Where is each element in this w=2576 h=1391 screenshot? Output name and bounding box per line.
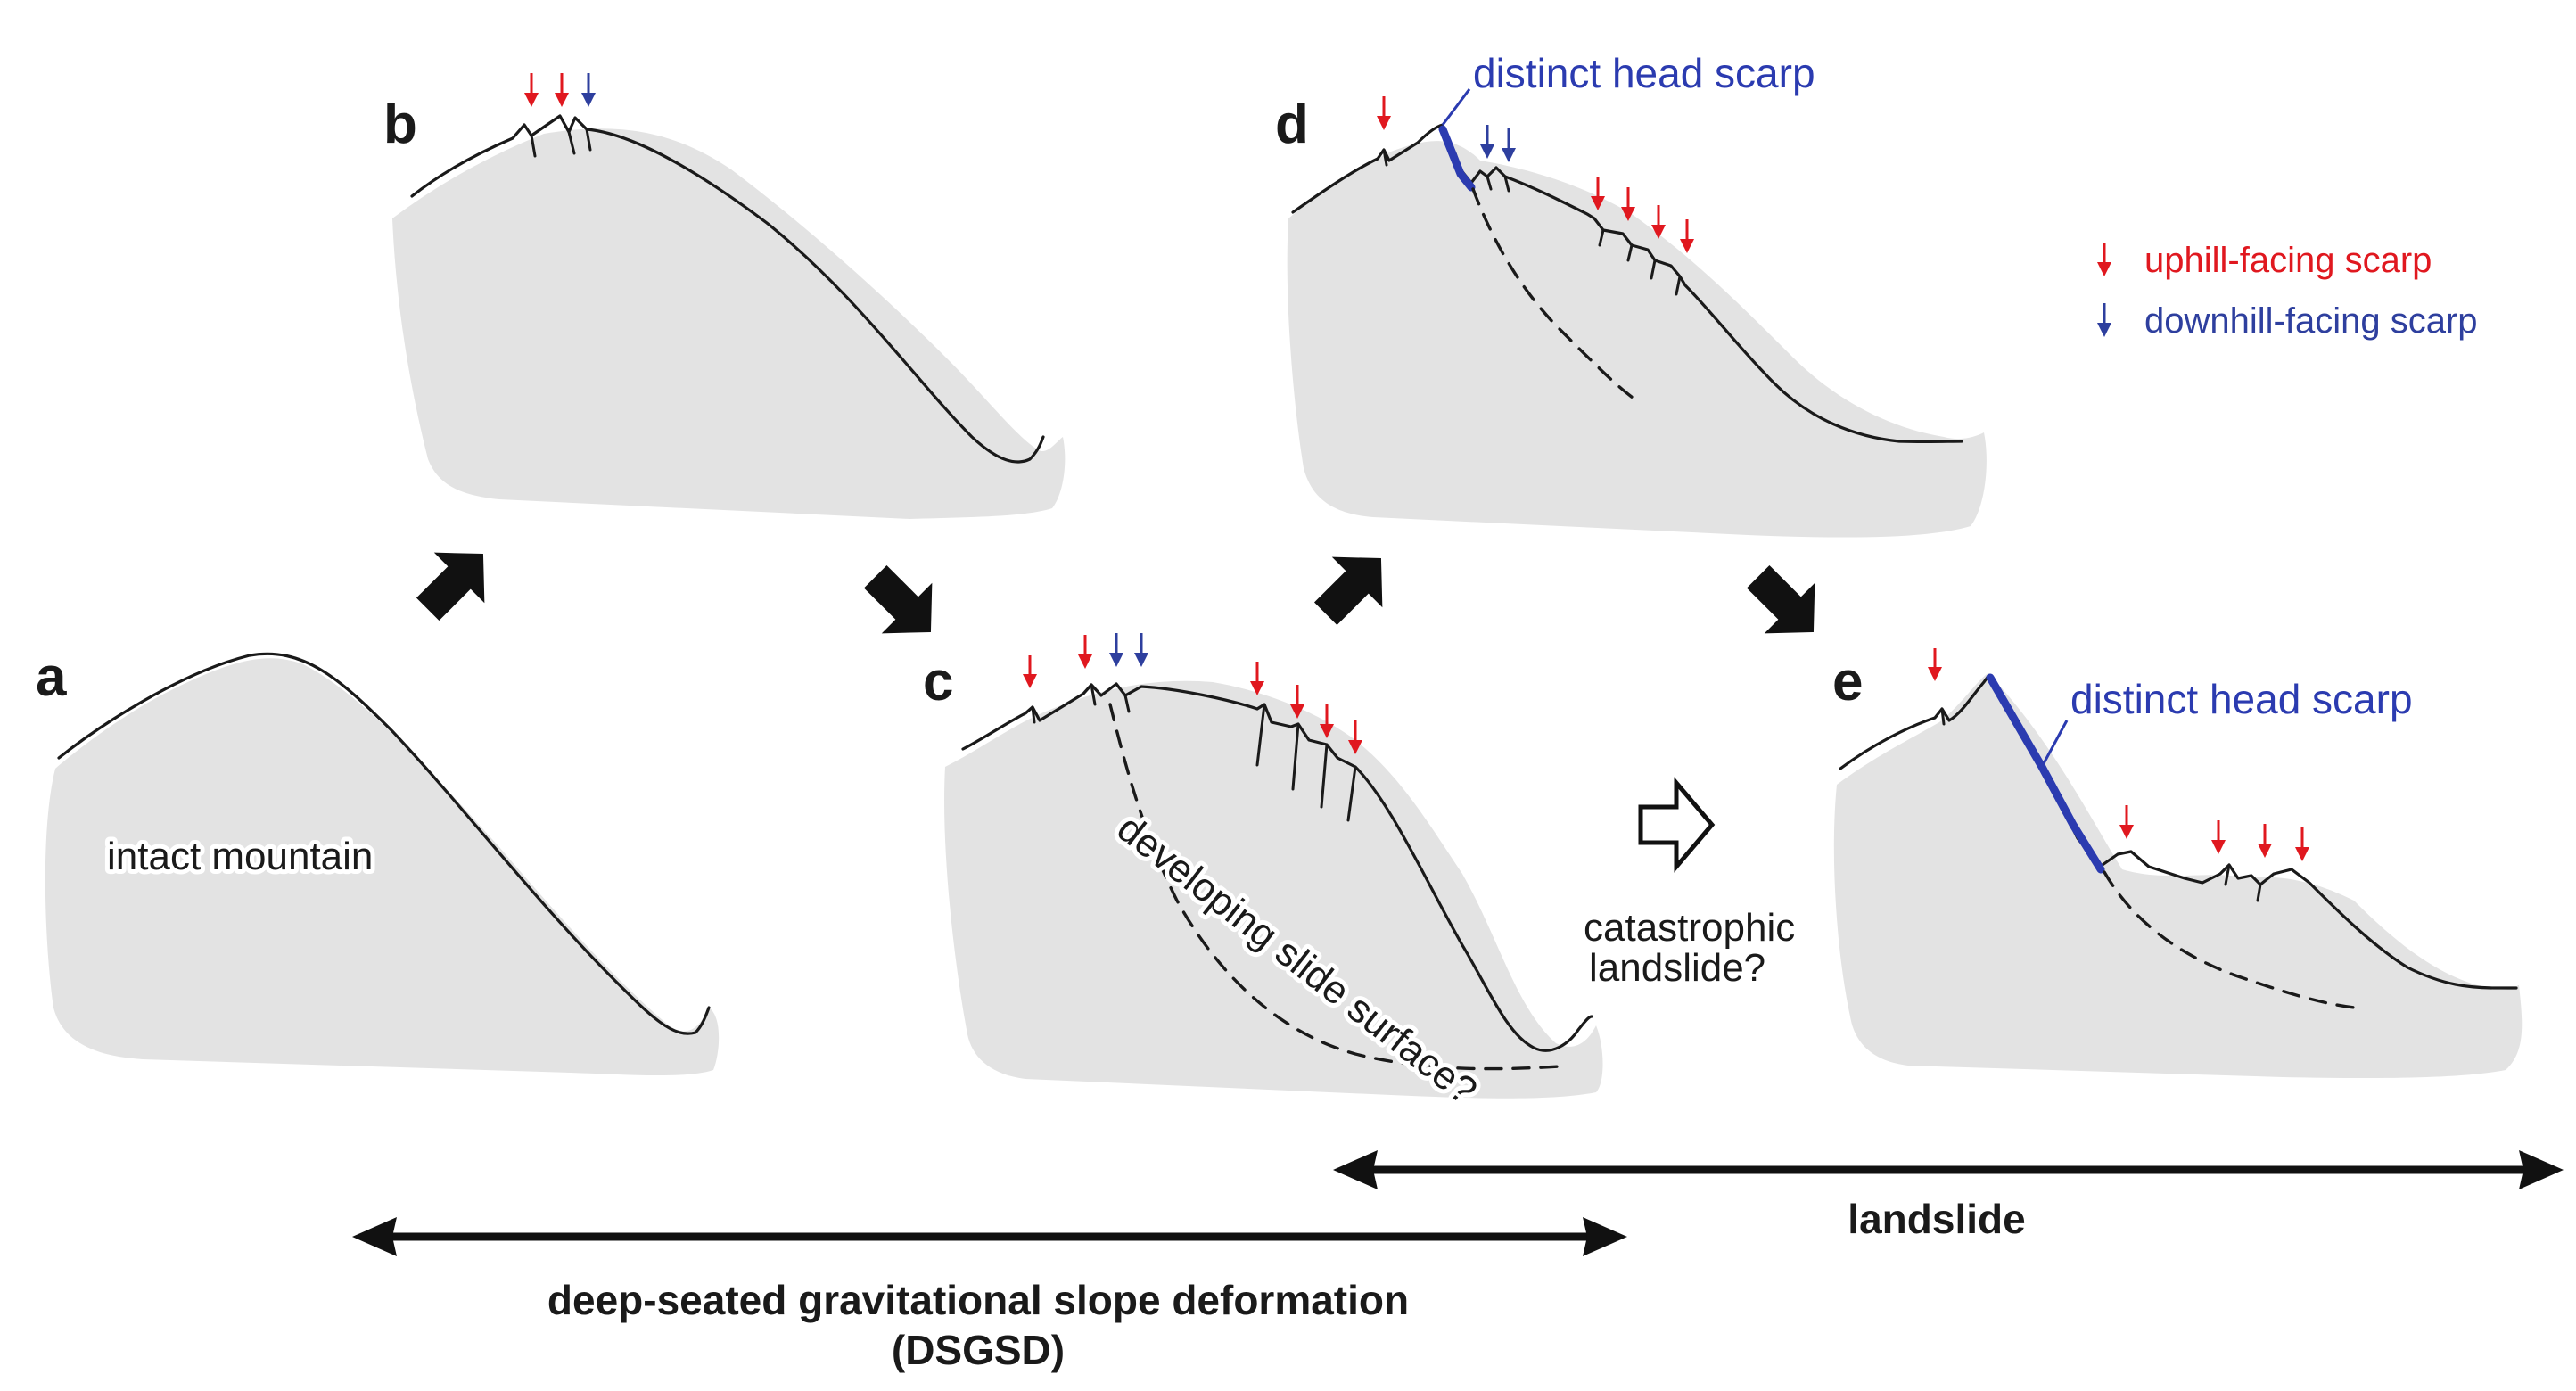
arrow-uphill-c-5 — [1320, 704, 1334, 738]
legend-downhill-label: downhill-facing scarp — [2144, 301, 2478, 341]
terrain-e — [1833, 673, 2523, 1079]
transition-arrow-d-to-e — [1746, 564, 1815, 634]
transition-arrow-a-to-b — [416, 552, 485, 621]
crack-d-4 — [1598, 228, 1605, 247]
legend-downhill-arrow-icon — [2097, 303, 2111, 337]
dsgsd-label-line2: (DSGSD) — [892, 1327, 1065, 1373]
legend: uphill-facing scarp downhill-facing scar… — [2097, 241, 2478, 341]
panel-c: c developing slide surface? — [923, 633, 1603, 1118]
crack-d-6 — [1650, 259, 1657, 280]
terrain-c — [944, 680, 1603, 1099]
crack-b-3 — [585, 128, 592, 152]
arrow-downhill-c-2 — [1134, 633, 1148, 667]
arrow-uphill-e-1 — [1928, 648, 1942, 681]
arrow-downhill-d-1 — [1480, 125, 1494, 159]
catastrophic-landslide-arrow-icon — [1638, 777, 1716, 873]
legend-uphill-label: uphill-facing scarp — [2144, 241, 2432, 280]
slide-surface-e-line — [2103, 870, 2356, 1009]
arrow-uphill-d-1 — [1377, 96, 1391, 130]
panel-letter-c: c — [923, 651, 953, 712]
crack-b-2 — [567, 130, 576, 155]
catastrophic-landslide-label-line2: landslide? — [1589, 946, 1765, 990]
panel-d: d distinct head scarp — [1275, 50, 1987, 538]
terrain-b — [392, 128, 1066, 520]
arrow-uphill-d-4 — [1651, 205, 1666, 239]
ridge-e — [1839, 674, 2518, 990]
terrain-d — [1287, 141, 1987, 538]
dsgsd-label-line1: deep-seated gravitational slope deformat… — [547, 1277, 1409, 1323]
arrow-uphill-d-3 — [1621, 187, 1635, 221]
panel-e: e distinct head scarp — [1832, 648, 2523, 1079]
head-scarp-leader-d — [1441, 88, 1471, 126]
developing-slide-surface-line — [1108, 703, 1562, 1071]
head-scarp-d — [1438, 125, 1476, 192]
transition-arrow-b-to-c — [863, 564, 933, 634]
arrow-downhill-b-1 — [581, 73, 596, 107]
catastrophic-landslide-label-line1: catastrophic — [1584, 906, 1795, 950]
arrow-uphill-e-3 — [2211, 820, 2226, 854]
slide-surface-d-line — [1471, 187, 1642, 405]
arrow-uphill-c-4 — [1290, 685, 1304, 719]
panel-a: a intact mountain — [36, 646, 720, 1076]
crack-c-1 — [1031, 705, 1036, 724]
panel-letter-d: d — [1275, 94, 1309, 155]
arrow-uphill-e-4 — [2258, 824, 2272, 858]
arrow-uphill-b-1 — [524, 73, 539, 107]
crack-b-1 — [530, 134, 537, 158]
terrain-a — [45, 658, 720, 1076]
arrow-downhill-c-1 — [1109, 633, 1123, 667]
panel-letter-a: a — [36, 646, 67, 708]
arrow-uphill-c-3 — [1250, 662, 1264, 696]
head-scarp-leader-e — [2040, 720, 2069, 768]
arrow-uphill-c-1 — [1023, 655, 1037, 688]
crack-d-7 — [1675, 275, 1682, 296]
arrow-uphill-c-2 — [1078, 635, 1092, 669]
arrow-uphill-c-6 — [1348, 720, 1362, 754]
crack-c-3 — [1123, 694, 1131, 713]
crack-d-5 — [1626, 243, 1634, 262]
crack-c-7 — [1346, 765, 1357, 822]
panel-b: b — [383, 73, 1066, 520]
landslide-range-arrow — [1333, 1150, 2564, 1189]
arrow-downhill-d-2 — [1502, 128, 1516, 162]
crack-c-4 — [1255, 703, 1266, 767]
landslide-label: landslide — [1848, 1196, 2025, 1242]
arrow-uphill-e-5 — [2295, 827, 2309, 861]
arrow-uphill-d-5 — [1680, 219, 1694, 253]
crack-c-2 — [1090, 683, 1097, 706]
crack-d-2 — [1486, 175, 1493, 191]
ridge-a — [57, 652, 711, 1035]
crack-e-3 — [2256, 883, 2262, 902]
crack-e-1 — [1940, 707, 1946, 726]
ridge-c — [961, 682, 1593, 1052]
arrow-uphill-e-2 — [2119, 805, 2134, 839]
legend-uphill-arrow-icon — [2097, 243, 2111, 276]
crack-d-1 — [1382, 148, 1388, 167]
crack-d-3 — [1503, 175, 1510, 193]
panel-letter-b: b — [383, 94, 417, 155]
transition-arrow-c-to-d — [1313, 556, 1383, 626]
ridge-d — [1291, 123, 1963, 444]
head-scarp-label-e: distinct head scarp — [2070, 676, 2413, 722]
ridge-b — [410, 114, 1045, 464]
arrow-uphill-b-2 — [555, 73, 569, 107]
intact-mountain-label: intact mountain — [107, 835, 373, 878]
head-scarp-e — [1986, 673, 2105, 874]
crack-c-5 — [1291, 722, 1300, 791]
crack-e-2 — [2224, 863, 2231, 886]
panel-letter-e: e — [1832, 651, 1863, 712]
arrow-uphill-d-2 — [1591, 177, 1605, 210]
crack-c-6 — [1320, 743, 1329, 809]
head-scarp-label-d: distinct head scarp — [1473, 50, 1815, 96]
dsgsd-range-arrow — [352, 1217, 1627, 1256]
